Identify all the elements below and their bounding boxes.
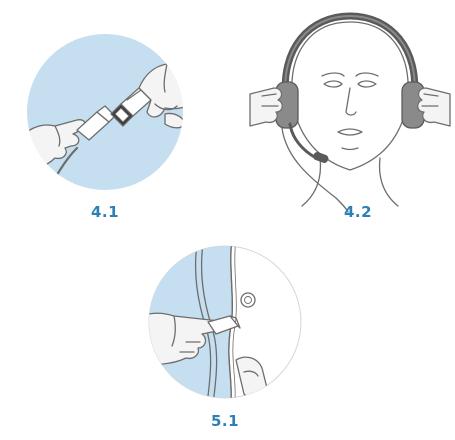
shirt-button xyxy=(241,293,255,307)
figure-5-1-illustration xyxy=(140,242,310,407)
figure-4-1-illustration xyxy=(15,30,195,200)
figure-label-5-1: 5.1 xyxy=(195,412,255,430)
figure-label-4-1: 4.1 xyxy=(75,203,135,221)
head xyxy=(292,22,408,170)
figure-5-1 xyxy=(140,242,310,407)
figure-4-1 xyxy=(15,30,195,200)
figure-label-4-2: 4.2 xyxy=(328,203,388,221)
figure-4-2 xyxy=(250,8,450,208)
figure-4-2-illustration xyxy=(250,8,450,208)
